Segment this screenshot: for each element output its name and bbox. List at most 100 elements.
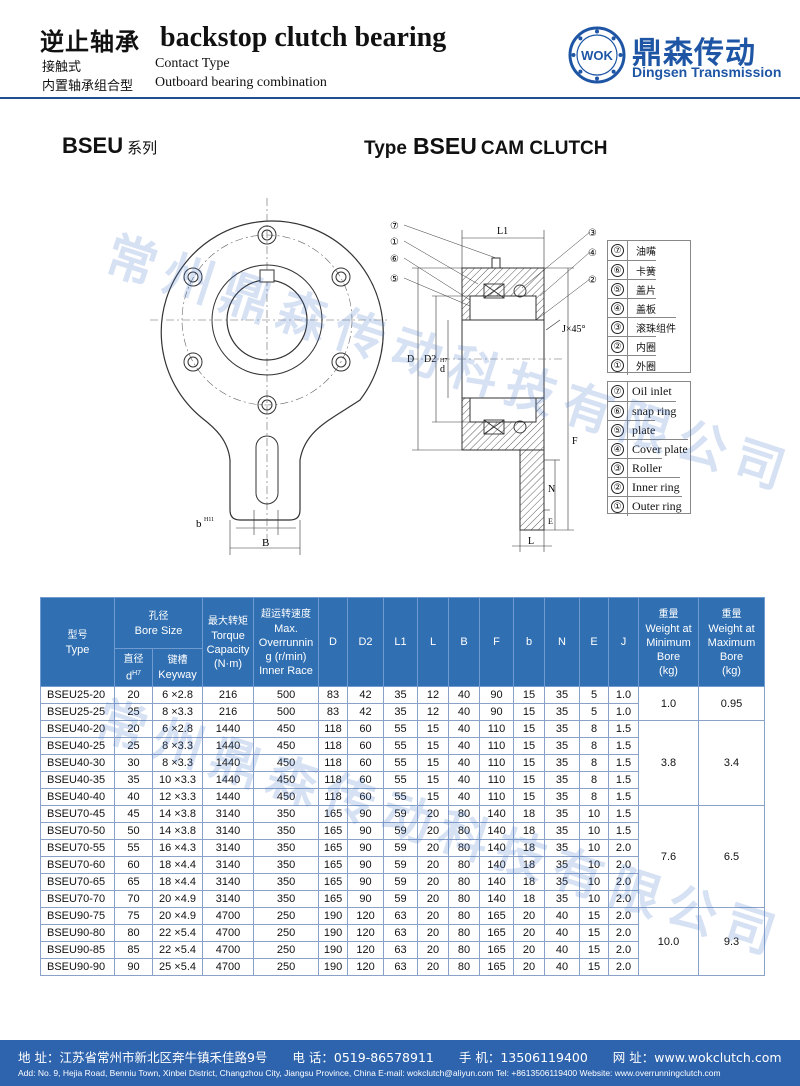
table-cell: 10 ×3.3: [151, 771, 204, 789]
table-cell: 10: [579, 805, 610, 823]
table-cell: 110: [479, 788, 515, 806]
table-cell: 18 ×4.4: [151, 873, 204, 891]
title-en: backstop clutch bearing: [160, 22, 447, 53]
page-footer: 地 址：江苏省常州市新北区奔牛镇禾佳路9号 电 话：0519-86578911 …: [0, 1040, 800, 1086]
table-cell: 90: [347, 890, 385, 908]
table-cell: 20: [417, 958, 450, 976]
table-cell: 3140: [202, 873, 255, 891]
dim-D-label: D: [407, 354, 414, 365]
brand-name-cn: 鼎森传动: [632, 36, 756, 71]
table-cell: 190: [318, 907, 349, 925]
table-cell: 40: [544, 924, 581, 942]
table-cell: 8: [579, 788, 610, 806]
table-cell: 14 ×3.8: [151, 822, 204, 840]
table-cell: 2.0: [608, 907, 640, 925]
table-cell: 63: [383, 907, 419, 925]
footer-contact-en: Add: No. 9, Hejia Road, Benniu Town, Xin…: [18, 1068, 721, 1078]
cell-type: BSEU40-20: [40, 720, 115, 738]
table-cell: 190: [318, 958, 349, 976]
table-cell: 18: [513, 890, 546, 908]
table-cell: 55: [114, 839, 153, 857]
table-cell: 40: [544, 907, 581, 925]
cell-type: BSEU70-45: [40, 805, 115, 823]
table-cell: 85: [114, 941, 153, 959]
table-cell: 165: [318, 856, 349, 874]
cell-type: BSEU25-20: [40, 686, 115, 704]
table-cell: 18: [513, 873, 546, 891]
table-cell: 120: [347, 958, 385, 976]
table-cell: 250: [253, 958, 320, 976]
contact-type-cn: 接触式: [42, 60, 82, 75]
table-cell: 16 ×4.3: [151, 839, 204, 857]
table-cell: 80: [448, 805, 481, 823]
cell-weight-max: 3.4: [698, 720, 766, 806]
table-cell: 1.5: [608, 771, 640, 789]
table-cell: 165: [318, 873, 349, 891]
table-cell: 35: [383, 686, 419, 704]
table-cell: 1.0: [608, 703, 640, 721]
col-B: B: [448, 597, 481, 687]
table-cell: 1440: [202, 754, 255, 772]
type-prefix: Type: [364, 138, 407, 159]
table-cell: 250: [253, 924, 320, 942]
table-cell: 25: [114, 703, 153, 721]
table-cell: 20: [417, 924, 450, 942]
table-cell: 140: [479, 805, 515, 823]
table-cell: 10: [579, 822, 610, 840]
table-cell: 15: [579, 958, 610, 976]
table-cell: 12: [417, 703, 450, 721]
table-cell: 190: [318, 924, 349, 942]
front-view: [150, 198, 390, 555]
table-cell: 3140: [202, 805, 255, 823]
table-cell: 120: [347, 924, 385, 942]
table-cell: 18: [513, 805, 546, 823]
table-cell: 50: [114, 822, 153, 840]
table-cell: 90: [479, 703, 515, 721]
table-cell: 20: [417, 890, 450, 908]
table-cell: 12 ×3.3: [151, 788, 204, 806]
table-cell: 80: [448, 924, 481, 942]
table-cell: 80: [114, 924, 153, 942]
table-cell: 90: [347, 822, 385, 840]
table-cell: 55: [383, 737, 419, 755]
dim-N-label: N: [548, 484, 555, 495]
col-F: F: [479, 597, 515, 687]
table-cell: 165: [479, 907, 515, 925]
table-cell: 15: [417, 754, 450, 772]
table-cell: 118: [318, 737, 349, 755]
dim-L1-label: L1: [497, 226, 508, 237]
table-cell: 165: [318, 839, 349, 857]
flange-outline: [160, 220, 384, 521]
table-cell: 20: [417, 839, 450, 857]
table-cell: 350: [253, 873, 320, 891]
table-cell: 1440: [202, 737, 255, 755]
callout-right-3: ②: [588, 275, 597, 286]
table-cell: 15: [417, 771, 450, 789]
dim-B-label: B: [262, 537, 269, 549]
table-cell: 8 ×3.3: [151, 737, 204, 755]
table-cell: 8: [579, 771, 610, 789]
table-cell: 40: [448, 754, 481, 772]
table-cell: 350: [253, 822, 320, 840]
table-cell: 40: [448, 686, 481, 704]
table-cell: 35: [383, 703, 419, 721]
table-cell: 2.0: [608, 890, 640, 908]
page-header: 逆止轴承 backstop clutch bearing 接触式 Contact…: [0, 0, 800, 99]
dim-J-label: J×45°: [562, 324, 586, 335]
series-model: BSEU: [62, 133, 124, 158]
callout-right-2: ④: [588, 248, 597, 259]
table-cell: 60: [347, 771, 385, 789]
table-cell: 15: [513, 788, 546, 806]
table-cell: 35: [544, 771, 581, 789]
dim-L-label: L: [528, 536, 534, 547]
